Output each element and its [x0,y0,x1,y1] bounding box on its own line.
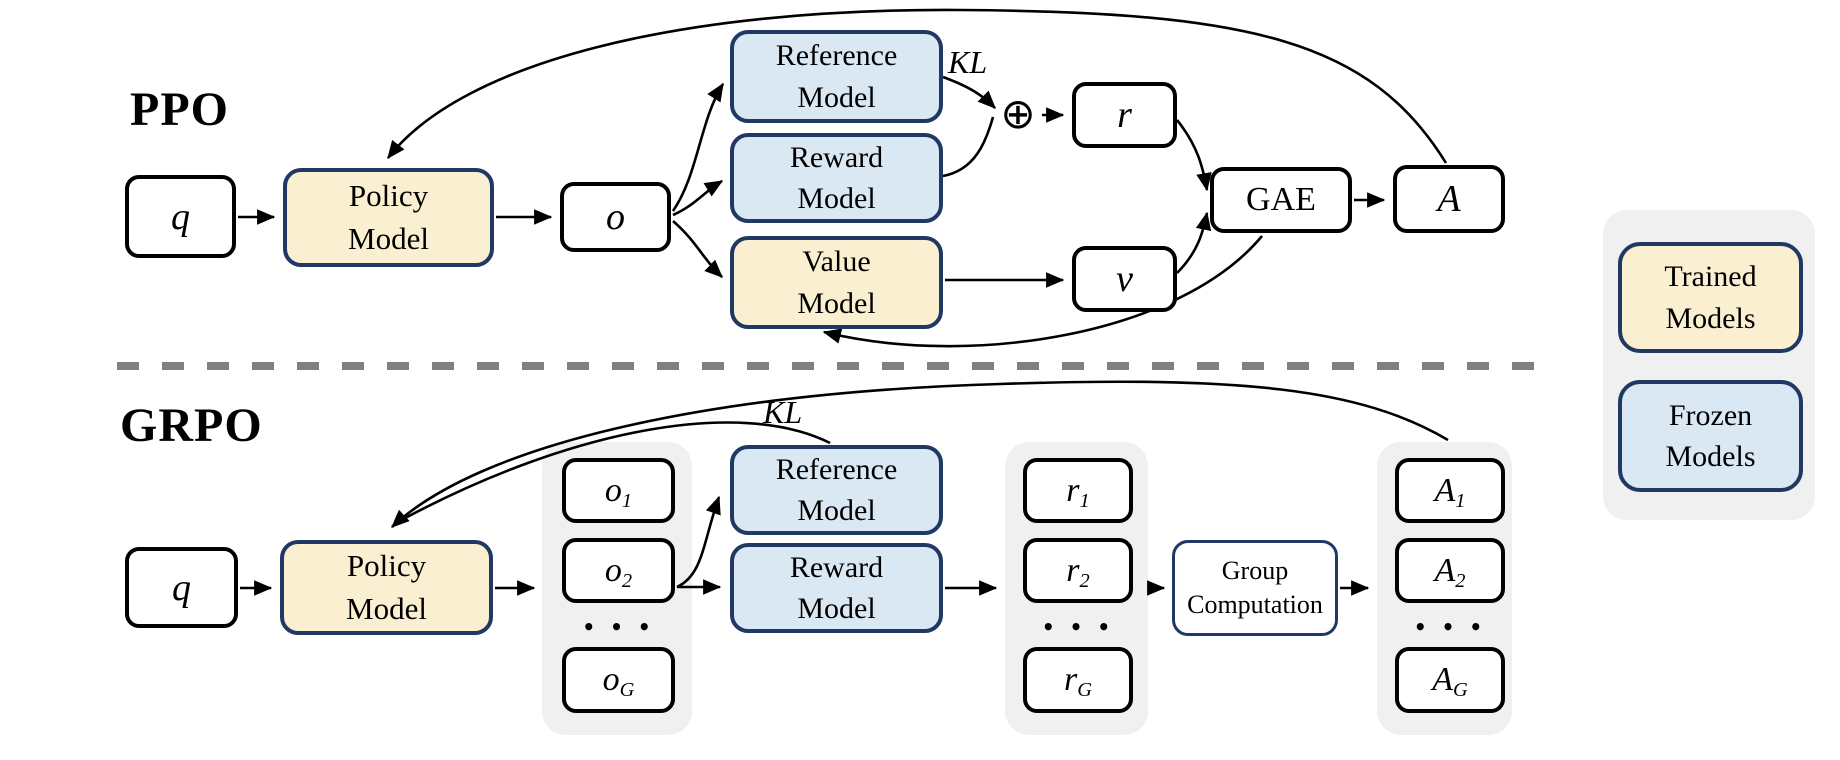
grpo-reward-model-label-line2: Model [797,592,876,625]
ppo-value-model-label-line2: Model [797,286,876,320]
arrow-outputs-to-reference [676,495,721,589]
grpo-output-g-label: oG [602,661,635,702]
ppo-reward-model-label-line2: Model [797,182,876,215]
oplus-icon: ⊕ [1000,89,1036,138]
grpo-advantage-g-box: AG [1395,647,1505,713]
ppo-section-title: PPO [130,83,229,136]
ppo-policy-model-label-line2: Model [348,220,429,256]
ppo-reference-model-label-line1: Reference [775,39,898,73]
ppo-reward-model-label-line1: Reward [789,140,884,174]
grpo-reward-g-box: rG [1023,647,1133,713]
grpo-output-2-box: o2 [562,538,675,603]
grpo-group-computation-label-line2: Computation [1187,590,1323,619]
grpo-reward-2-box: r2 [1023,538,1133,603]
arrow-reference-kl-curve [393,421,831,526]
grpo-advantage-2-box: A2 [1395,538,1505,603]
grpo-reward-model-box: Reward Model [730,543,943,633]
grpo-group-computation-box: Group Computation [1172,540,1338,636]
legend-trained-models: Trained Models [1618,242,1803,353]
legend-frozen-label-line1: Frozen [1668,398,1753,432]
arrow-gae-to-value-loop [822,235,1264,348]
arrow-o-to-reference [671,82,725,212]
grpo-output-2-label: o2 [604,551,633,592]
ppo-reference-model-label-line2: Model [797,80,876,114]
grpo-policy-model-box: Policy Model [280,540,493,635]
ppo-value-model-label-line1: Value [802,245,871,279]
grpo-policy-model-label-line1: Policy [346,547,427,583]
grpo-reward-1-box: r1 [1023,458,1133,523]
ppo-policy-model-label-line1: Policy [348,177,429,213]
ppo-value-box: v [1072,246,1177,312]
grpo-advantage-1-label: A1 [1434,471,1466,512]
ppo-reward-model-box: Reward Model [730,133,943,223]
ppo-query-label: q [171,195,190,238]
grpo-output-1-label: o1 [604,471,633,512]
ppo-value-model-box: Value Model [730,236,943,329]
legend-frozen-label-line2: Models [1665,440,1756,473]
grpo-reward-2-label: r2 [1066,551,1090,592]
grpo-reference-model-box: Reference Model [730,445,943,535]
grpo-advantage-g-label: AG [1432,661,1468,702]
arrow-v-to-gae [1176,211,1212,274]
grpo-reference-model-label-line2: Model [797,494,876,527]
arrow-o-to-reward [672,179,724,217]
grpo-rewards-ellipsis: • • • [1041,615,1115,639]
ppo-policy-model-box: Policy Model [283,168,494,267]
ppo-gae-label: GAE [1246,181,1316,218]
legend-trained-label-line1: Trained [1664,260,1757,294]
grpo-query-box: q [125,547,238,628]
grpo-group-computation-label-line1: Group [1221,556,1289,586]
grpo-kl-label: KL [763,394,803,430]
arrow-advantages-to-policy-loop [391,380,1449,528]
grpo-section-title: GRPO [120,399,263,452]
grpo-advantage-1-box: A1 [1395,458,1505,523]
grpo-advantage-2-label: A2 [1434,551,1466,592]
ppo-reward-box: r [1072,82,1177,148]
ppo-output-label: o [606,196,625,238]
ppo-gae-box: GAE [1210,167,1352,233]
grpo-output-g-box: oG [562,647,675,713]
legend-frozen-models: Frozen Models [1618,380,1803,492]
grpo-output-1-box: o1 [562,458,675,523]
grpo-reward-g-label: rG [1064,661,1092,702]
grpo-reward-1-label: r1 [1066,471,1090,512]
arrow-a-to-policy-loop [386,8,1448,164]
ppo-advantage-box: A [1393,165,1505,233]
grpo-query-label: q [172,566,191,609]
arrow-reference-to-sum [942,75,996,109]
ppo-reference-model-box: Reference Model [730,30,943,123]
grpo-reference-model-label-line1: Reference [775,452,898,486]
grpo-advantages-ellipsis: • • • [1413,615,1487,639]
ppo-value-value-label: v [1116,258,1133,300]
ppo-output-box: o [560,182,671,252]
grpo-reward-model-label-line1: Reward [789,550,884,584]
arrow-r-to-gae [1175,119,1212,192]
arrow-reward-to-sum [942,116,995,178]
ppo-reward-value-label: r [1117,94,1132,136]
ppo-kl-label: KL [948,44,988,80]
ppo-advantage-label: A [1437,178,1461,220]
grpo-outputs-ellipsis: • • • [582,615,655,639]
grpo-policy-model-label-line2: Model [346,590,427,626]
arrow-o-to-value [672,220,723,278]
legend-trained-label-line2: Models [1665,301,1756,335]
ppo-query-box: q [125,175,236,258]
